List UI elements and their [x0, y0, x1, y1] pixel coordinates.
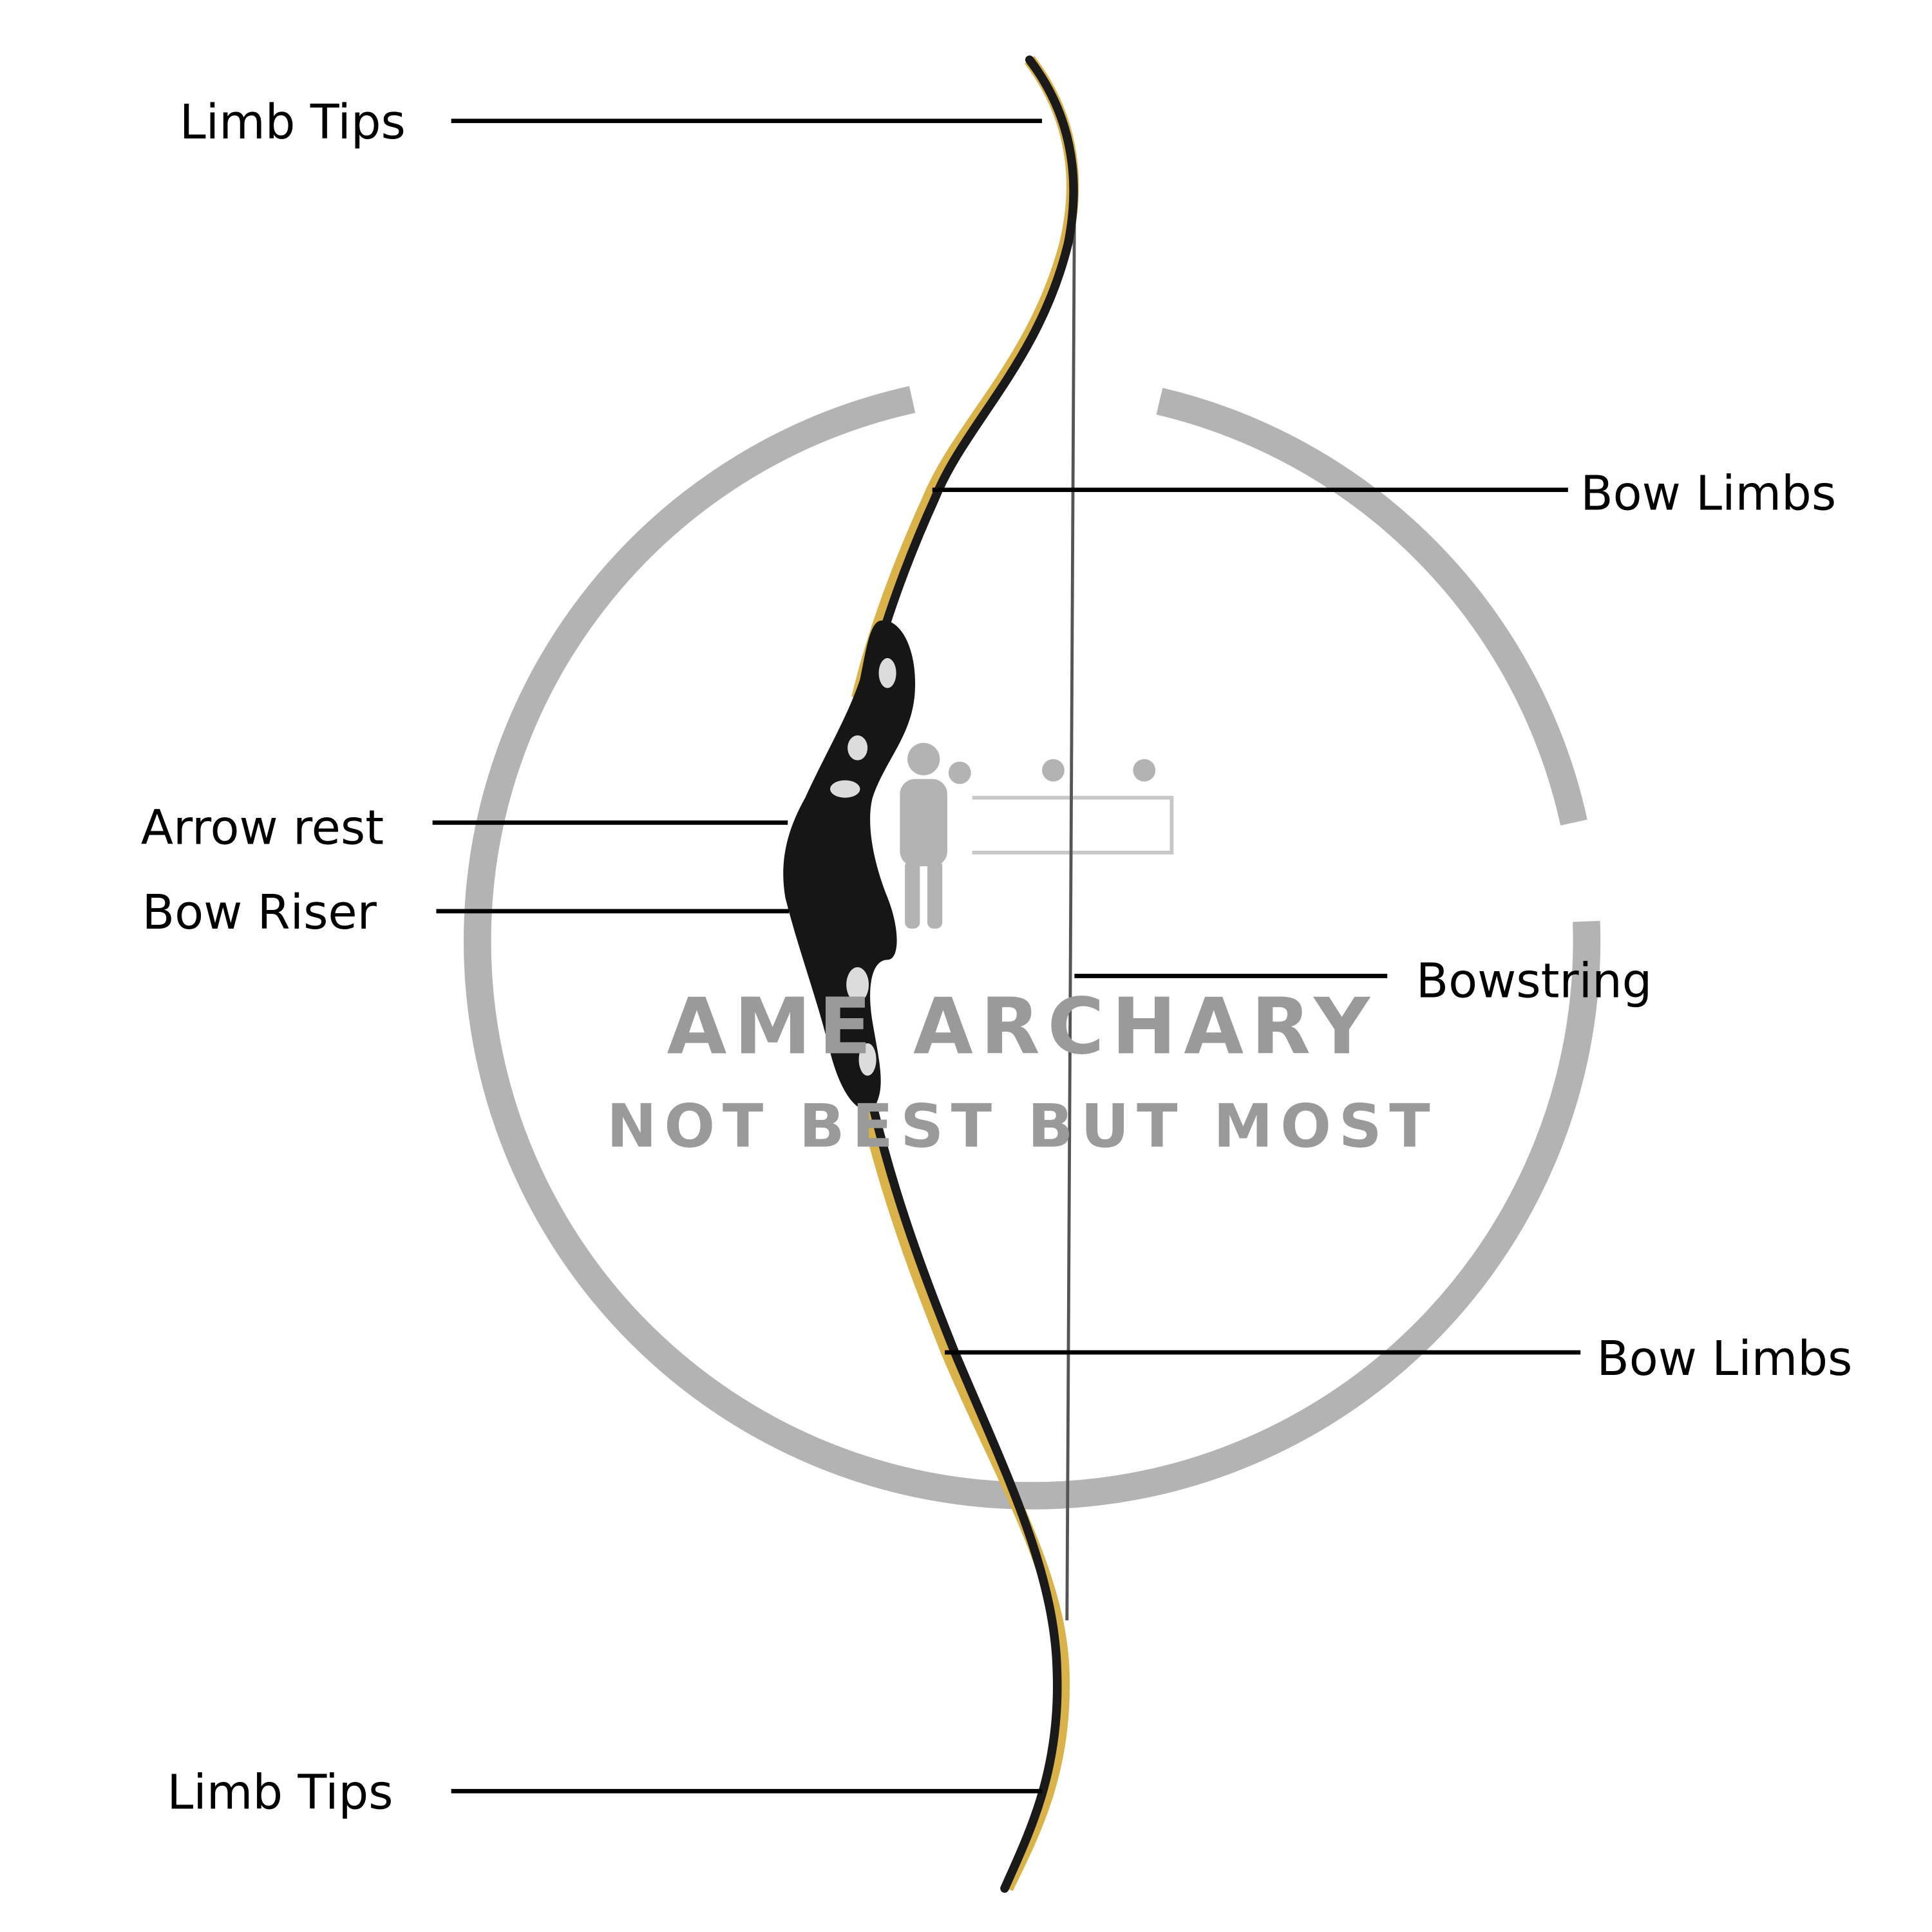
watermark-text: AME ARCHARY NOT BEST BUT MOST	[607, 982, 1437, 1161]
watermark	[464, 372, 1601, 1510]
label-arrow-rest: Arrow rest	[141, 800, 384, 855]
label-bow-limbs-top: Bow Limbs	[1580, 467, 1836, 522]
watermark-ring	[464, 372, 1601, 1510]
label-bow-riser: Bow Riser	[142, 886, 377, 940]
label-limb-tips-bottom: Limb Tips	[167, 1765, 393, 1820]
upper-limb-black	[860, 55, 1078, 703]
lower-limb-black	[850, 1018, 1062, 1893]
bow-riser	[783, 620, 916, 1110]
label-bow-limbs-bottom: Bow Limbs	[1596, 1332, 1852, 1387]
label-bowstring: Bowstring	[1416, 954, 1653, 1009]
bowstring	[1065, 205, 1076, 1621]
label-limb-tips-top: Limb Tips	[180, 95, 406, 150]
riser-cutouts	[830, 658, 896, 1076]
watermark-slogan: NOT BEST BUT MOST	[607, 1092, 1437, 1161]
archer-icon	[900, 743, 1174, 929]
watermark-brand: AME ARCHARY	[667, 982, 1378, 1072]
